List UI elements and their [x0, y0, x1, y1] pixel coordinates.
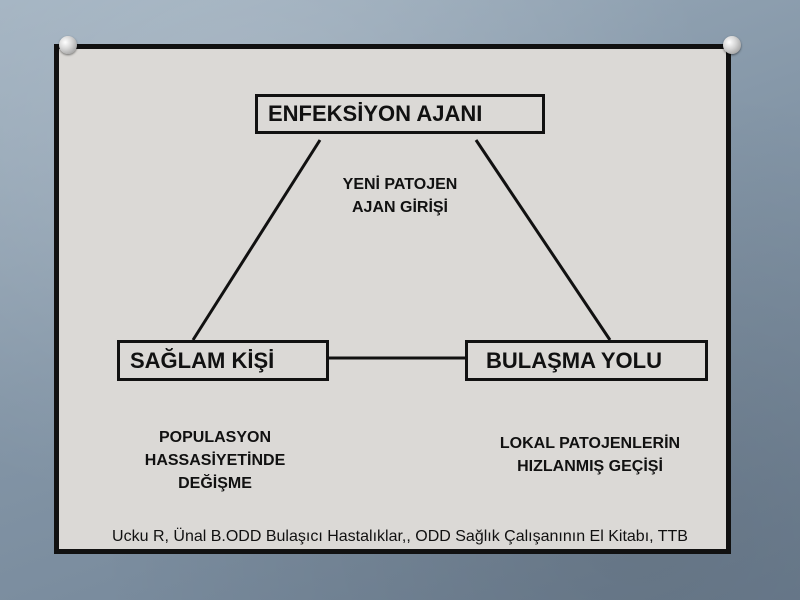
pin-right-icon [723, 36, 741, 54]
connector-top-right [474, 139, 612, 341]
node-healthy-person: SAĞLAM KİŞİ [117, 340, 329, 381]
annotation-top: YENİ PATOJEN AJAN GİRİŞİ [300, 173, 500, 219]
node-transmission-route-label: BULAŞMA YOLU [486, 347, 662, 373]
annotation-top-line-1: YENİ PATOJEN [342, 176, 458, 193]
annotation-left: POPULASYON HASSASİYETİNDE DEĞİŞME [110, 426, 320, 495]
annotation-right-line-2: HIZLANMIŞ GEÇİŞİ [517, 458, 663, 475]
annotation-top-line-2: AJAN GİRİŞİ [351, 199, 448, 216]
annotation-left-line-1: POPULASYON [158, 429, 271, 446]
annotation-left-line-3: DEĞİŞME [178, 475, 252, 492]
annotation-right-line-1: LOKAL PATOJENLERİN [499, 435, 681, 452]
node-infection-agent: ENFEKSİYON AJANI [255, 94, 545, 134]
node-healthy-person-label: SAĞLAM KİŞİ [130, 347, 275, 373]
annotation-left-line-2: HASSASİYETİNDE [144, 452, 286, 469]
connector-top-left [191, 139, 322, 341]
node-infection-agent-label: ENFEKSİYON AJANI [268, 101, 483, 126]
citation-text: Ucku R, Ünal B.ODD Bulaşıcı Hastalıklar,… [112, 528, 688, 545]
pin-left-icon [59, 36, 77, 54]
annotation-right: LOKAL PATOJENLERİN HIZLANMIŞ GEÇİŞİ [440, 432, 740, 478]
node-transmission-route: BULAŞMA YOLU [465, 340, 708, 381]
